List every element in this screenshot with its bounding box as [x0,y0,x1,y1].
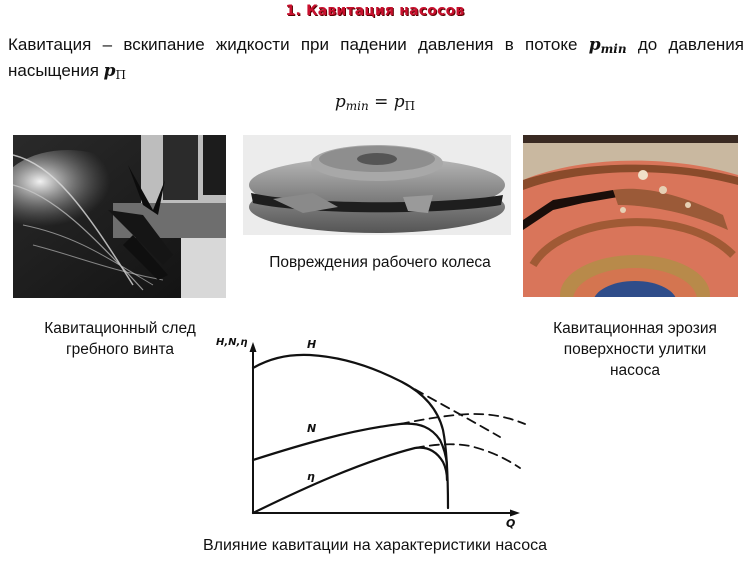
propeller-cavitation-photo [13,135,226,298]
chart-caption: Влияние кавитации на характеристики насо… [202,537,548,554]
volute-erosion-photo [523,135,738,297]
symbol-p-sat: pП [103,61,126,82]
propeller-caption: Кавитационный след гребного винта [44,320,196,358]
impeller-image [243,135,511,235]
curve-h-dashed [401,381,501,438]
curve-n-dashed [399,413,526,425]
curve-h [251,353,450,510]
slide-title: 1. Кавитация насосов [285,3,465,19]
curve-label-eta: η [307,470,315,483]
curve-label-n: N [307,422,317,435]
impeller-caption: Повреждения рабочего колеса [269,254,491,271]
impeller-damage-photo [243,135,511,235]
y-axis-arrow-icon [249,342,257,352]
volute-caption: Кавитационная эрозия поверхности улитки … [553,320,717,379]
definition-paragraph: Кавитация – вскипание жидкости при паден… [8,34,744,86]
propeller-image [13,135,226,298]
x-axis-arrow-icon [510,509,520,517]
definition-text-1: Кавитация – вскипание жидкости при паден… [8,35,589,54]
definition-text-2: до давления насыщения [8,35,744,80]
curve-eta [251,446,449,515]
volute-image [523,135,738,297]
curve-eta-dashed [414,443,521,469]
curve-label-h: H [307,338,317,351]
curve-n [251,422,449,467]
formula: pmin = pП [334,92,416,113]
y-axis-label: H,N,η [216,337,248,348]
symbol-p-min: pmin [588,35,627,56]
x-axis-label: Q [506,517,516,530]
